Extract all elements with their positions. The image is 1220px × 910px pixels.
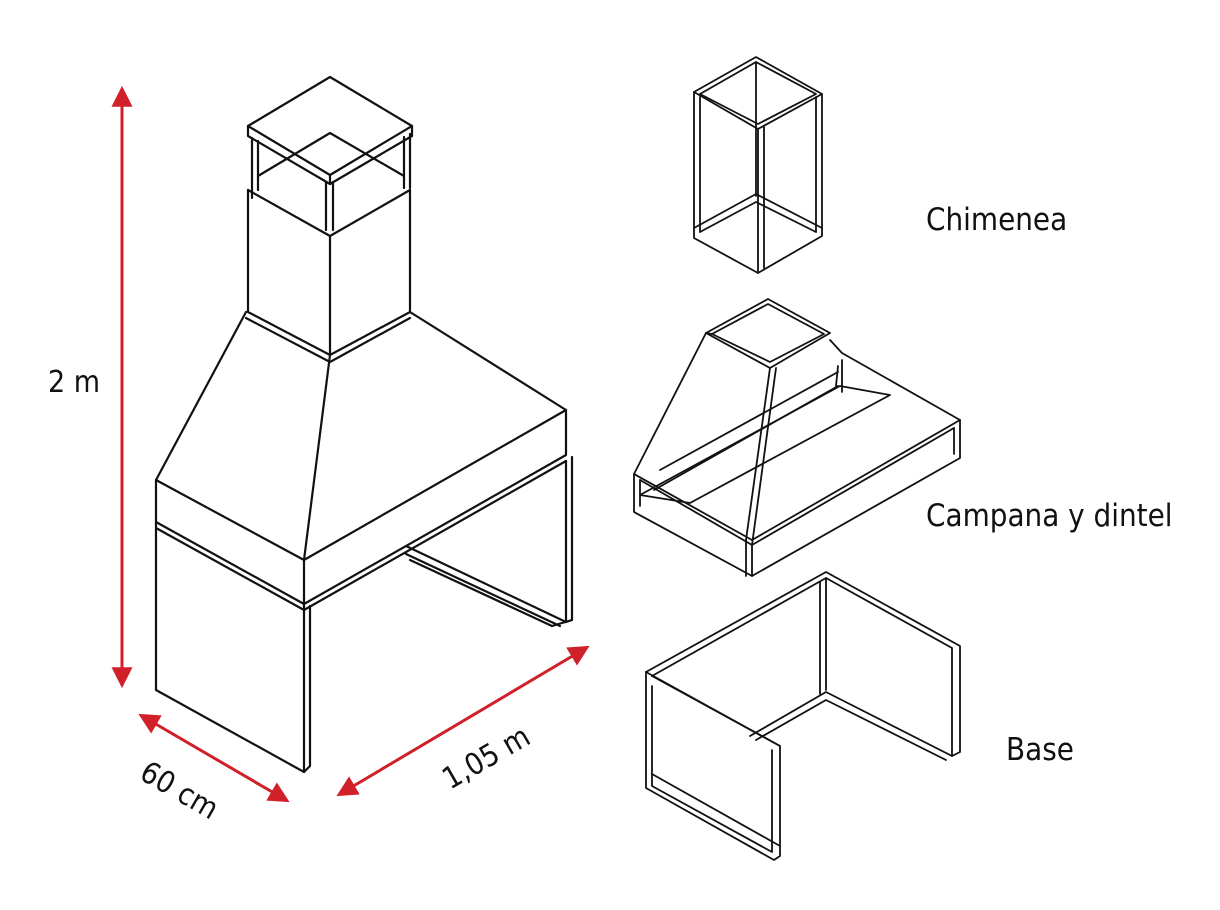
depth-label: 60 cm bbox=[134, 755, 224, 827]
hood bbox=[154, 310, 568, 606]
hood-frame-part bbox=[633, 298, 961, 577]
width-dimension: 1,05 m bbox=[336, 645, 590, 797]
depth-dimension: 60 cm bbox=[134, 713, 290, 827]
base-label: Base bbox=[1006, 732, 1074, 768]
chimney-frame-part bbox=[693, 56, 823, 274]
base bbox=[154, 455, 574, 774]
height-label: 2 m bbox=[48, 365, 100, 400]
assembled-fireplace bbox=[154, 75, 574, 774]
base-frame-part bbox=[645, 571, 961, 861]
height-dimension: 2 m bbox=[48, 85, 133, 689]
chimney-label: Chimenea bbox=[926, 202, 1067, 238]
chimney-cap bbox=[246, 75, 414, 232]
hood-label: Campana y dintel bbox=[926, 498, 1173, 534]
width-label: 1,05 m bbox=[437, 719, 537, 797]
